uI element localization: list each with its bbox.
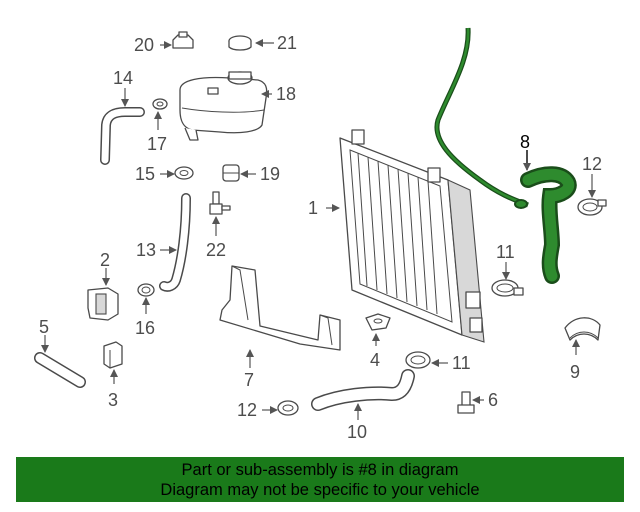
callout-17: 17 [147,134,167,154]
callout-4: 4 [370,350,380,370]
block-3 [103,341,123,369]
callout-16: 16 [135,318,155,338]
callout-11-upper: 11 [496,242,515,262]
callout-7: 7 [244,370,254,390]
leader-lines [41,39,596,420]
callout-2: 2 [100,250,110,270]
callout-13: 13 [136,240,156,260]
callout-19: 19 [260,164,280,184]
callout-12-right: 12 [582,154,602,174]
parts-diagram: 1 2 3 4 5 6 7 8 9 10 11 11 12 12 13 14 1… [34,27,607,442]
callout-12-lower: 12 [237,400,257,420]
hose-clamp-12-right [577,198,607,216]
callout-3: 3 [108,390,118,410]
bracket-9 [564,317,601,341]
callout-14: 14 [113,68,133,88]
callout-10: 10 [347,422,367,442]
hose-14 [100,107,145,165]
radiator [339,129,485,343]
banner-line-2: Diagram may not be specific to your vehi… [160,481,480,499]
clamp-15 [174,166,194,180]
bumper-4 [365,313,391,331]
callout-11-lower: 11 [452,353,471,373]
air-shroud-7 [219,265,341,351]
clamp-16 [137,283,155,297]
hose-8-highlighted [434,27,577,284]
hose-clamp-11-upper [491,279,524,297]
callout-9: 9 [570,362,580,382]
fitting-22 [209,191,231,215]
callout-5: 5 [39,317,49,337]
hose-clamp-12-lower [277,400,299,416]
callout-18: 18 [276,84,296,104]
coolant-reservoir-18 [179,71,268,141]
cap-20 [172,31,194,49]
grommet-19 [222,164,240,182]
hose-5 [34,352,86,388]
callout-1: 1 [308,198,318,218]
hose-clamp-11-lower [405,351,431,369]
callout-21: 21 [277,33,297,53]
callout-22: 22 [206,240,226,260]
callout-8: 8 [520,132,530,152]
bolt-6 [457,391,475,414]
hose-13 [159,193,191,292]
info-banner: Part or sub-assembly is #8 in diagram Di… [16,457,624,502]
clamp-17 [152,98,168,110]
callout-15: 15 [135,164,155,184]
cap-21 [228,35,252,51]
callout-20: 20 [134,35,154,55]
hose-10 [311,369,415,411]
banner-line-1: Part or sub-assembly is #8 in diagram [181,461,459,479]
callout-labels: 1 2 3 4 5 6 7 8 9 10 11 11 12 12 13 14 1… [39,33,602,442]
callout-6: 6 [488,390,498,410]
bracket-2 [87,287,119,321]
